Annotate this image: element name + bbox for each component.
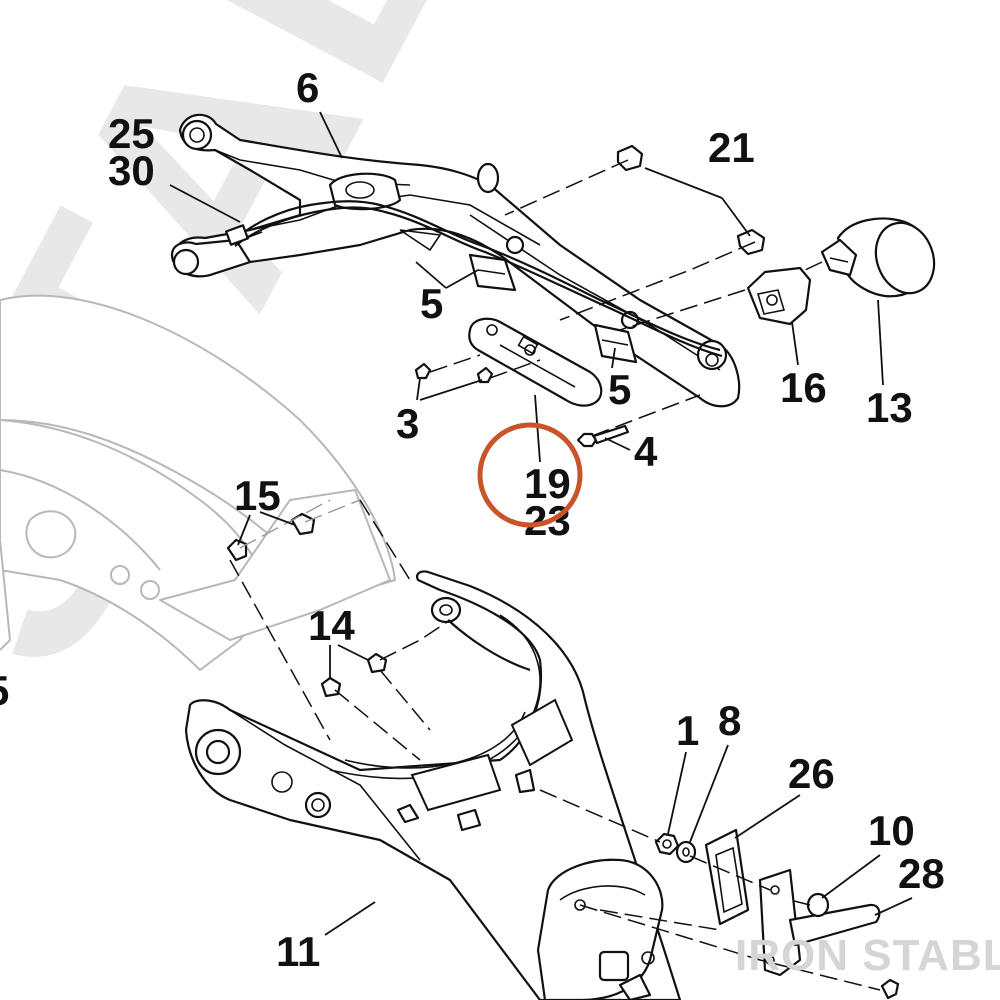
part-21-bolts bbox=[616, 144, 766, 256]
part-19-cover-plate bbox=[468, 317, 603, 407]
callout-1: 1 bbox=[676, 707, 699, 754]
callout-5-edge: 5 bbox=[0, 667, 9, 714]
callout-11: 11 bbox=[276, 928, 320, 975]
part-6-support-bracket bbox=[170, 113, 741, 408]
part-14-screws bbox=[320, 652, 388, 698]
callout-19-backing bbox=[522, 462, 568, 500]
license-bracket-assembly bbox=[536, 858, 664, 1000]
callout-21: 21 bbox=[708, 124, 755, 171]
callout-4: 4 bbox=[634, 428, 658, 475]
part-15-screws bbox=[226, 512, 316, 562]
callout-14: 14 bbox=[308, 602, 355, 649]
part-26-bracket bbox=[704, 828, 750, 926]
callout-10: 10 bbox=[868, 807, 915, 854]
part-28-bracket bbox=[758, 868, 881, 977]
part-1-nut bbox=[654, 832, 680, 856]
callout-15: 15 bbox=[234, 472, 281, 519]
callout-6: 6 bbox=[296, 64, 319, 111]
callout-5-lower: 5 bbox=[608, 366, 631, 413]
part-5-clip-lower bbox=[593, 323, 638, 364]
part-4-bolt bbox=[576, 424, 630, 448]
highlight-circle bbox=[477, 422, 583, 528]
part-3-screws bbox=[414, 362, 494, 384]
part-16-lamp-housing bbox=[746, 266, 812, 326]
part-13-tail-lamp bbox=[820, 217, 936, 298]
callout-13: 13 bbox=[866, 384, 913, 431]
callout-19: 19 bbox=[524, 460, 571, 507]
callout-16: 16 bbox=[780, 364, 827, 411]
callout-26: 26 bbox=[788, 750, 835, 797]
part-5-clip-upper bbox=[468, 253, 517, 292]
callout-28: 28 bbox=[898, 850, 945, 897]
part-8-washer bbox=[675, 840, 697, 864]
callout-8: 8 bbox=[718, 697, 741, 744]
callout-30: 30 bbox=[108, 147, 155, 194]
callout-25: 25 bbox=[108, 110, 155, 157]
watermark-corner: IRON STABLE bbox=[735, 931, 1000, 980]
leader-lines bbox=[169, 111, 913, 936]
alignment-lines bbox=[229, 159, 881, 991]
callout-5-upper: 5 bbox=[420, 280, 443, 327]
callout-3: 3 bbox=[396, 400, 419, 447]
